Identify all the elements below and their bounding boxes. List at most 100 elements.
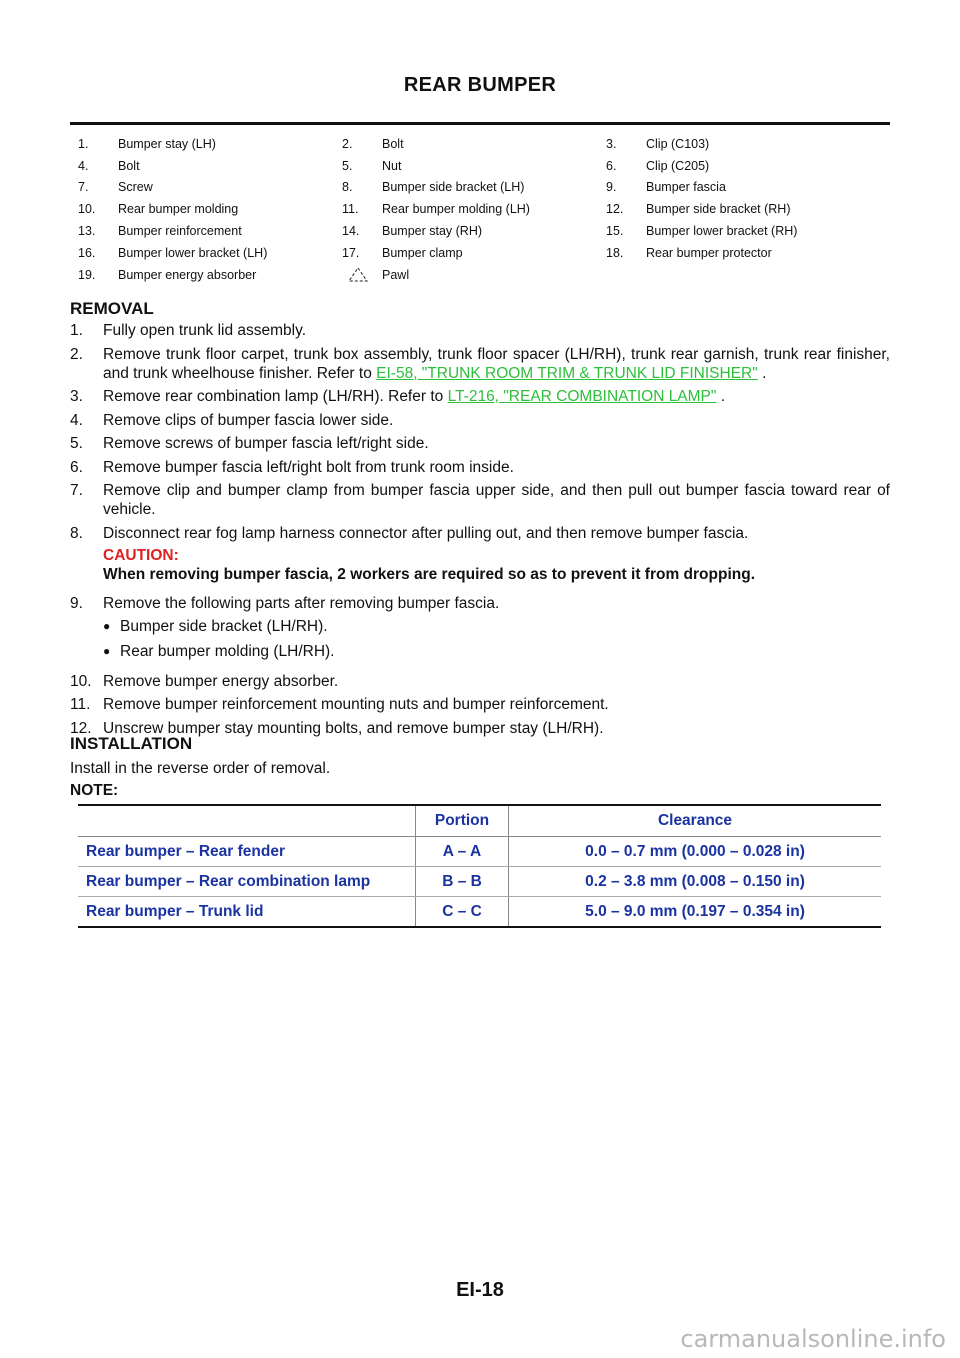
list-item: 1. Fully open trunk lid assembly. [70,321,890,340]
legend-item: 13.Bumper reinforcement [70,220,334,242]
legend-label: Bumper stay (LH) [118,136,216,151]
legend-number: 1. [78,136,89,151]
legend-number: 17. [342,245,360,260]
watermark: carmanualsonline.info [680,1325,946,1353]
legend-label: Bolt [118,158,140,173]
step-text: Remove bumper energy absorber. [103,672,339,690]
legend-label: Pawl [382,267,410,282]
step-number: 5. [70,435,83,452]
legend-label: Bumper side bracket (LH) [382,180,525,195]
installation-text: Install in the reverse order of removal. [70,760,331,777]
bullet-icon: ● [103,619,111,633]
table-cell: 0.2 – 3.8 mm (0.008 – 0.150 in) [508,866,881,897]
bullet-text: Bumper side bracket (LH/RH). [120,618,328,635]
title-divider [70,122,890,125]
list-item: 8. Disconnect rear fog lamp harness conn… [70,524,890,590]
parts-legend: 1.Bumper stay (LH) 2.Bolt 3.Clip (C103) … [70,133,890,286]
legend-label: Bumper lower bracket (LH) [118,245,268,260]
legend-item: 17. Bumper clamp [334,242,598,264]
table-header-row: Portion Clearance [78,804,881,837]
table-row: Rear bumper – Rear fender A – A 0.0 – 0.… [78,836,881,867]
step-number: 9. [70,595,83,612]
caution-text: When removing bumper fascia, 2 workers a… [103,565,756,583]
step-number: 10. [70,672,92,690]
legend-item: 19.Bumper energy absorber [70,264,334,286]
legend-item-pawl: Pawl [334,264,598,286]
legend-item: 18.Rear bumper protector [598,242,890,264]
bullet-text: Rear bumper molding (LH/RH). [120,643,335,660]
reference-link[interactable]: LT-216, "REAR COMBINATION LAMP" [447,388,717,405]
bullet-icon: ● [103,644,111,658]
list-item: 4.Remove clips of bumper fascia lower si… [70,411,890,430]
legend-label: Rear bumper molding [118,202,239,217]
legend-number: 11. [342,202,359,217]
table-row: Rear bumper – Rear combination lamp B – … [78,866,881,897]
legend-number: 14. [342,224,360,239]
step-body: Remove the following parts after removin… [103,594,890,667]
step-text: Remove clips of bumper fascia lower side… [103,411,394,429]
table-cell: 0.0 – 0.7 mm (0.000 – 0.028 in) [508,836,881,867]
legend-label: Nut [382,158,402,173]
pawl-icon [334,265,382,285]
legend-number: 12. [606,202,624,217]
legend-item: 9. Bumper fascia [598,177,890,199]
step-number: 11. [70,696,91,713]
legend-item: 11. Rear bumper molding (LH) [334,198,598,220]
legend-label: Clip (C205) [646,158,710,173]
legend-item: 14.Bumper stay (RH) [334,220,598,242]
list-item: 6.Remove bumper fascia left/right bolt f… [70,458,890,477]
legend-number: 6. [606,158,617,173]
step-text-after: . [757,364,767,382]
legend-label: Bumper clamp [382,245,463,260]
legend-number: 7. [78,180,89,195]
step-text: Remove rear combination lamp (LH/RH). Re… [103,388,448,405]
page-number: EI-18 [456,1279,504,1301]
step-number: 12. [70,719,92,737]
legend-item: 8. Bumper side bracket (LH) [334,177,598,199]
page-title: REAR BUMPER [403,74,557,96]
step-body: Disconnect rear fog lamp harness connect… [103,524,890,590]
legend-label: Clip (C103) [646,136,710,151]
step-number: 2. [70,345,83,363]
legend-label: Bumper fascia [646,180,726,195]
legend-item: 12. Bumper side bracket (RH) [598,198,890,220]
table-cell: A – A [415,836,509,867]
step-number: 1. [70,322,83,339]
step-text: Remove bumper fascia left/right bolt fro… [103,458,514,476]
list-item: 5.Remove screws of bumper fascia left/ri… [70,434,890,453]
table-cell: Rear bumper – Rear combination lamp [78,866,416,897]
legend-item: 7. Screw [70,177,334,199]
legend-item: 16. Bumper lower bracket (LH) [70,242,334,264]
list-item: 2. Remove trunk floor carpet, trunk box a… [70,345,890,383]
step-text: Remove clip and bumper clamp from bumper… [103,482,890,518]
column-header: Portion [415,804,509,837]
legend-number: 2. [342,136,353,151]
step-text: Remove trunk floor carpet, trunk box ass… [103,345,890,382]
list-item: 9. Remove the following parts after remo… [70,594,890,667]
legend-number: 5. [342,158,353,173]
clearance-table: Portion Clearance Rear bumper – Rear fen… [78,804,881,928]
legend-number: 18. [606,245,624,260]
list-item: 11. Remove bumper reinforcement mounting … [70,695,890,714]
table-row: Rear bumper – Trunk lid C – C 5.0 – 9.0 … [78,896,881,928]
removal-steps: 1. Fully open trunk lid assembly. 2. Remov… [70,321,890,742]
step-text: Remove bumper reinforcement mounting nut… [103,696,609,713]
step-text: Fully open trunk lid assembly. [103,322,307,339]
legend-number: 9. [606,180,617,195]
reference-link[interactable]: EI-58, "TRUNK ROOM TRIM & TRUNK LID FINI… [376,364,758,382]
legend-label: Screw [118,180,153,195]
legend-number: 16. [78,245,96,260]
legend-number: 4. [78,158,89,173]
bullet-item: ● Bumper side bracket (LH/RH). [103,617,890,636]
legend-number: 19. [78,267,96,282]
list-item: 7. Remove clip and bumper clamp from bump… [70,481,890,519]
table-cell: B – B [415,866,509,897]
legend-number: 10. [78,202,96,217]
legend-item: 6. Clip (C205) [598,155,890,177]
legend-label: Bumper side bracket (RH) [646,202,791,217]
legend-item: 2.Bolt [334,133,598,155]
legend-label: Rear bumper molding (LH) [382,202,530,217]
legend-number: 15. [606,224,624,239]
legend-number: 8. [342,180,353,195]
step-number: 7. [70,482,83,499]
